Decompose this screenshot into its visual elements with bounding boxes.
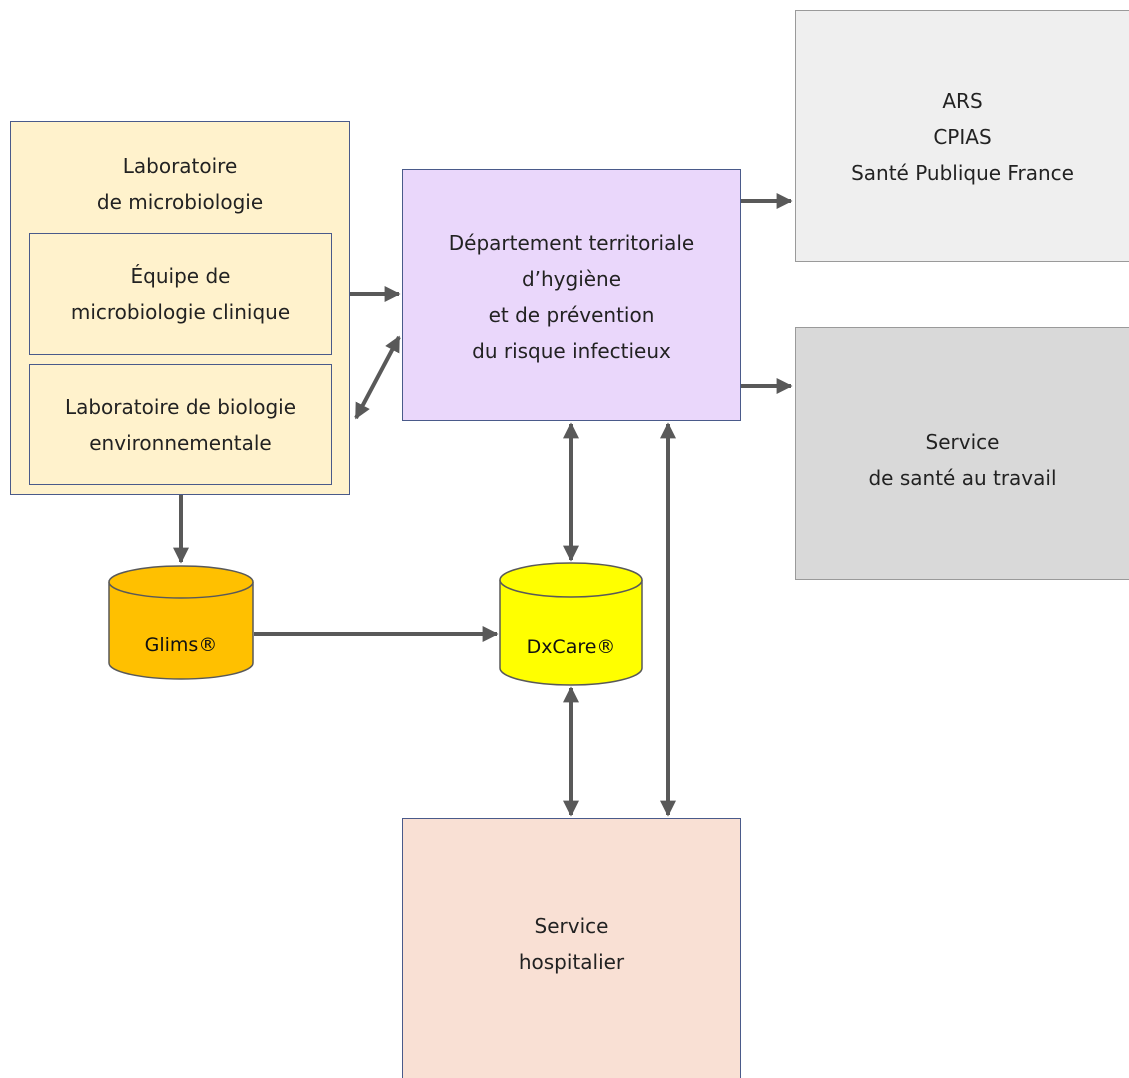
glims-database-icon: Glims®	[108, 565, 254, 680]
departement-line2: d’hygiène	[521, 267, 622, 291]
sante-travail-box: Service de santé au travail	[795, 327, 1129, 580]
equipe-microbiologie-clinique-box: Équipe de microbiologie clinique	[29, 233, 332, 355]
equipe-line1: Équipe de	[130, 264, 231, 288]
sante-travail-line2: de santé au travail	[868, 465, 1057, 490]
departement-line1: Département territoriale	[448, 231, 695, 255]
glims-label: Glims®	[145, 634, 218, 656]
autorites-line1: ARS	[942, 89, 983, 113]
dxcare-database-icon: DxCare®	[499, 562, 643, 686]
laboratoire-line1: Laboratoire	[122, 154, 238, 178]
departement-line4: du risque infectieux	[472, 339, 671, 363]
hospitalier-line1: Service	[534, 913, 609, 938]
equipe-line2: microbiologie clinique	[70, 300, 291, 324]
arrow-bioenv-departement	[354, 335, 401, 420]
departement-line3: et de prévention	[488, 303, 655, 327]
bio-env-line1: Laboratoire de biologie	[64, 394, 297, 419]
service-hospitalier-box: Service hospitalier	[402, 818, 741, 1078]
departement-hygiene-box: Département territoriale d’hygiène et de…	[402, 169, 741, 421]
autorites-line3: Santé Publique France	[851, 161, 1074, 185]
autorites-line2: CPIAS	[933, 125, 992, 149]
dxcare-label: DxCare®	[527, 636, 616, 658]
hospitalier-line2: hospitalier	[518, 949, 625, 974]
laboratoire-line2: de microbiologie	[96, 190, 264, 214]
sante-travail-line1: Service	[925, 429, 1000, 454]
bio-env-line2: environnementale	[89, 430, 272, 455]
autorites-sanitaires-box: ARS CPIAS Santé Publique France	[795, 10, 1129, 262]
biologie-environnementale-box: Laboratoire de biologie environnementale	[29, 364, 332, 485]
